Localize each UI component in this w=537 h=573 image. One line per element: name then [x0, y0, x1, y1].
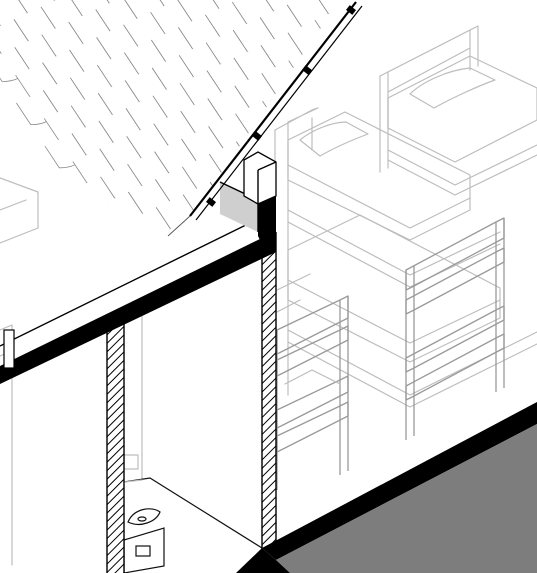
roof-tile — [371, 38, 412, 72]
roof-tile — [291, 159, 334, 195]
background-left-structure — [0, 177, 39, 566]
washbasin — [123, 508, 165, 573]
hatched-wall-left — [106, 310, 125, 573]
far-bunk-bed — [379, 25, 537, 196]
bathroom-interior — [123, 309, 263, 573]
roof-tile — [371, 66, 412, 100]
roof-tile — [479, 0, 520, 22]
roof-tile — [342, 0, 383, 29]
roof-tile — [346, 134, 387, 168]
roof-tile — [318, 146, 340, 182]
roof-tile — [479, 16, 520, 50]
roof-tile — [533, 0, 537, 25]
roof-tile — [506, 0, 537, 9]
ceiling-slab — [0, 221, 276, 384]
roof-tile — [370, 10, 411, 44]
roof-tile — [343, 23, 384, 57]
roof-tile — [426, 69, 467, 103]
roof-tile — [427, 97, 468, 131]
roof-tile — [315, 35, 340, 71]
roof-tile — [101, 219, 144, 236]
middle-bunk-bed — [274, 107, 537, 440]
roof-tile — [400, 109, 441, 143]
roof-tile — [451, 0, 492, 7]
roof-tile — [398, 26, 439, 60]
roof-tile — [263, 116, 306, 152]
roof-tile — [341, 0, 382, 1]
roof-tile — [396, 0, 437, 4]
hatched-wall-right — [261, 232, 277, 552]
floor-slab — [236, 402, 537, 573]
roof-tile — [344, 51, 385, 85]
near-bunk-bed — [276, 273, 349, 490]
roof-tile — [317, 90, 340, 126]
roof-tile — [480, 44, 521, 78]
roof-tile — [397, 0, 438, 32]
roof-tile — [369, 0, 410, 17]
roof-tile — [317, 118, 340, 154]
roof-rafter — [167, 1, 363, 237]
roof-tile — [506, 3, 537, 37]
roof-tile — [372, 94, 413, 128]
roof-tile — [507, 31, 537, 65]
roof-beam — [219, 151, 277, 244]
roof-tile — [454, 84, 495, 118]
roof-tile — [316, 63, 340, 98]
roof-tile — [424, 0, 465, 19]
roof-tile — [373, 122, 414, 156]
